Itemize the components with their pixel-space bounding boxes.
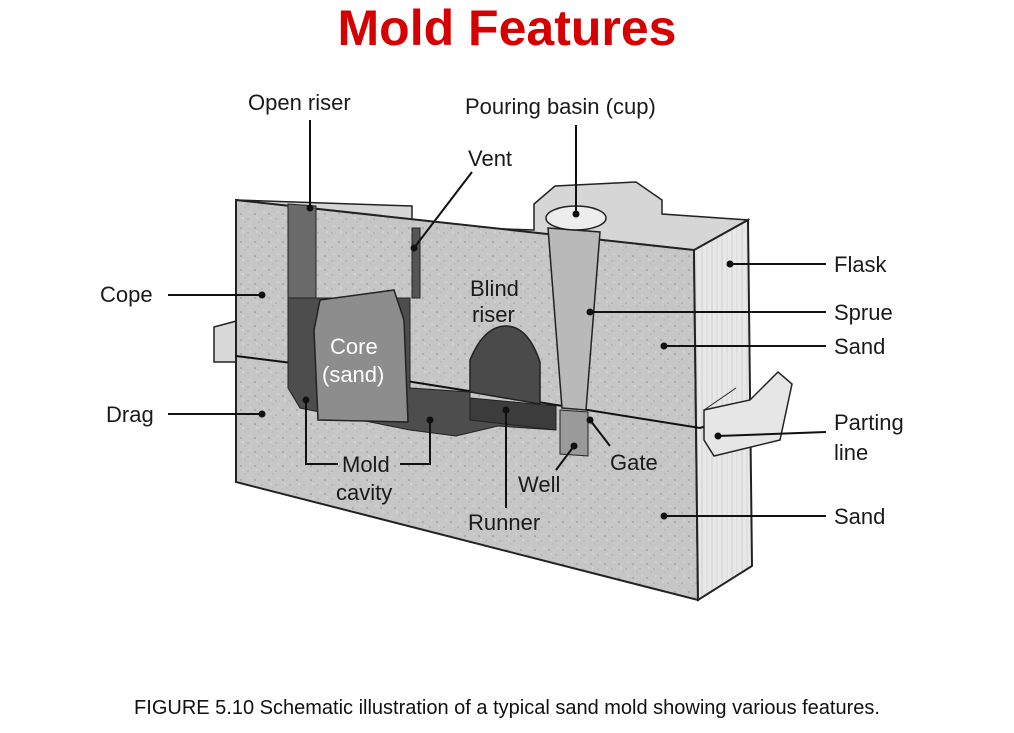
page-title: Mold Features [337, 0, 677, 56]
sprue-channel [547, 227, 601, 411]
label-core-line1: Core [330, 334, 378, 359]
label-blind-riser-line1: Blind [470, 276, 519, 301]
label-flask: Flask [834, 252, 888, 277]
label-drag: Drag [106, 402, 154, 427]
label-sand-lower: Sand [834, 504, 885, 529]
core [313, 289, 409, 423]
label-vent: Vent [468, 146, 512, 171]
label-parting-line-line1: Parting [834, 410, 904, 435]
mold-cavities [287, 203, 607, 457]
label-gate: Gate [610, 450, 658, 475]
label-sprue: Sprue [834, 300, 893, 325]
label-mold-cavity-line1: Mold [342, 452, 390, 477]
well [559, 409, 589, 457]
blind-riser [469, 325, 541, 405]
label-well: Well [518, 472, 560, 497]
label-open-riser: Open riser [248, 90, 351, 115]
label-runner: Runner [468, 510, 540, 535]
label-pouring-basin: Pouring basin (cup) [465, 94, 656, 119]
label-cope: Cope [100, 282, 153, 307]
label-core-line2: (sand) [322, 362, 384, 387]
runner-channel [469, 397, 557, 431]
label-mold-cavity-line2: cavity [336, 480, 392, 505]
label-parting-line-line2: line [834, 440, 868, 465]
label-sand-upper: Sand [834, 334, 885, 359]
leader-lines [168, 120, 827, 520]
label-blind-riser-line2: riser [472, 302, 515, 327]
open-riser-channel [287, 203, 317, 299]
figure-caption: FIGURE 5.10 Schematic illustration of a … [134, 697, 880, 719]
vent-channel [411, 227, 421, 299]
